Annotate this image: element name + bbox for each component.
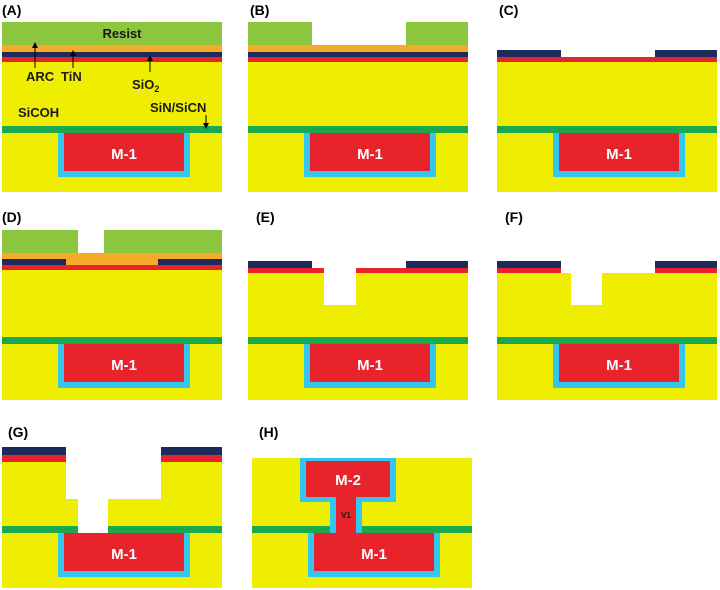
tin-left [2,259,66,265]
sin-sicn-label: SiN/SiCN [150,100,206,115]
sio2-right [655,268,717,273]
tin-right [406,261,468,268]
m1-metal [559,133,679,171]
panel-label-b: (B) [250,2,269,18]
panel-h: M-1 M-2 V1 (H) [252,424,472,588]
m1-label: M-1 [111,546,137,563]
tin-left [2,447,66,455]
m1-label: M-1 [357,146,383,163]
sio2-layer [2,57,222,62]
m1-label: M-1 [111,146,137,163]
panel-label-h: (H) [259,424,278,440]
sicn-cap-layer [497,337,717,344]
sicn-cap-layer [497,126,717,133]
panel-d: M-1 (D) [2,209,222,400]
arc-fill [66,253,158,265]
panel-f: M-1 (F) [497,209,717,400]
arc-layer [248,45,468,52]
arc-label: ARC [26,69,55,84]
m1-metal [64,344,184,382]
via-trench [571,268,602,305]
sio2-layer [248,57,468,62]
panel-c: M-1 (C) [497,2,717,192]
m1-label: M-1 [357,357,383,374]
m2-metal [306,461,390,497]
sicn-cap-layer [2,526,222,533]
panel-label-e: (E) [256,209,275,225]
tin-right [655,261,717,268]
panel-g: M-1 (G) [2,424,222,588]
panel-label-f: (F) [505,209,523,225]
resist-right [406,22,468,45]
panel-a: M-1 Resist ARC TiN SiO2 SiCOH SiN/SiCN (… [2,2,222,192]
sio2-right [161,455,222,462]
sio2-left [248,268,324,273]
m1-label: M-1 [606,146,632,163]
m1-metal [314,533,434,571]
tin-left [248,261,312,268]
arc-layer [2,45,222,52]
tin-right [158,259,222,265]
tin-right [161,447,222,455]
m1-metal [559,344,679,382]
m2-label: M-2 [335,472,361,489]
sio2-right [356,268,468,273]
tin-layer [2,52,222,57]
resist-layer [2,22,222,45]
tin-label: TiN [61,69,82,84]
tin-left [497,261,561,268]
sicn-cap-layer [248,337,468,344]
m1-metal [64,533,184,571]
panel-label-g: (G) [8,424,28,440]
panel-label-c: (C) [499,2,518,18]
m1-metal [310,133,430,171]
via-trench [324,268,356,305]
m1-label: M-1 [111,357,137,374]
sio2-layer [497,57,717,62]
panel-label-a: (A) [2,2,21,18]
m1-label: M-1 [361,546,387,563]
m1-label: M-1 [606,357,632,374]
m1-metal [310,344,430,382]
sicn-cap-layer [248,126,468,133]
sicn-cap-layer [2,126,222,133]
panel-e: M-1 (E) [248,209,468,400]
resist-left [248,22,312,45]
sicoh-label: SiCOH [18,105,59,120]
m1-metal [64,133,184,171]
panel-label-d: (D) [2,209,21,225]
v1-metal [336,495,356,535]
resist-left [2,230,78,253]
tin-layer [248,52,468,57]
trench-upper [66,447,161,499]
sio2-label: SiO2 [132,77,159,94]
v1-label: V1 [341,511,351,520]
sicn-cap-layer [2,337,222,344]
via-lower [78,499,108,533]
sio2-left [2,455,66,462]
sio2-left [497,268,561,273]
tin-right [655,50,717,57]
sio2-layer [2,265,222,270]
tin-left [497,50,561,57]
resist-label: Resist [102,26,142,41]
gap-left [561,261,571,273]
resist-right [104,230,222,253]
panel-b: M-1 (B) [248,2,468,192]
